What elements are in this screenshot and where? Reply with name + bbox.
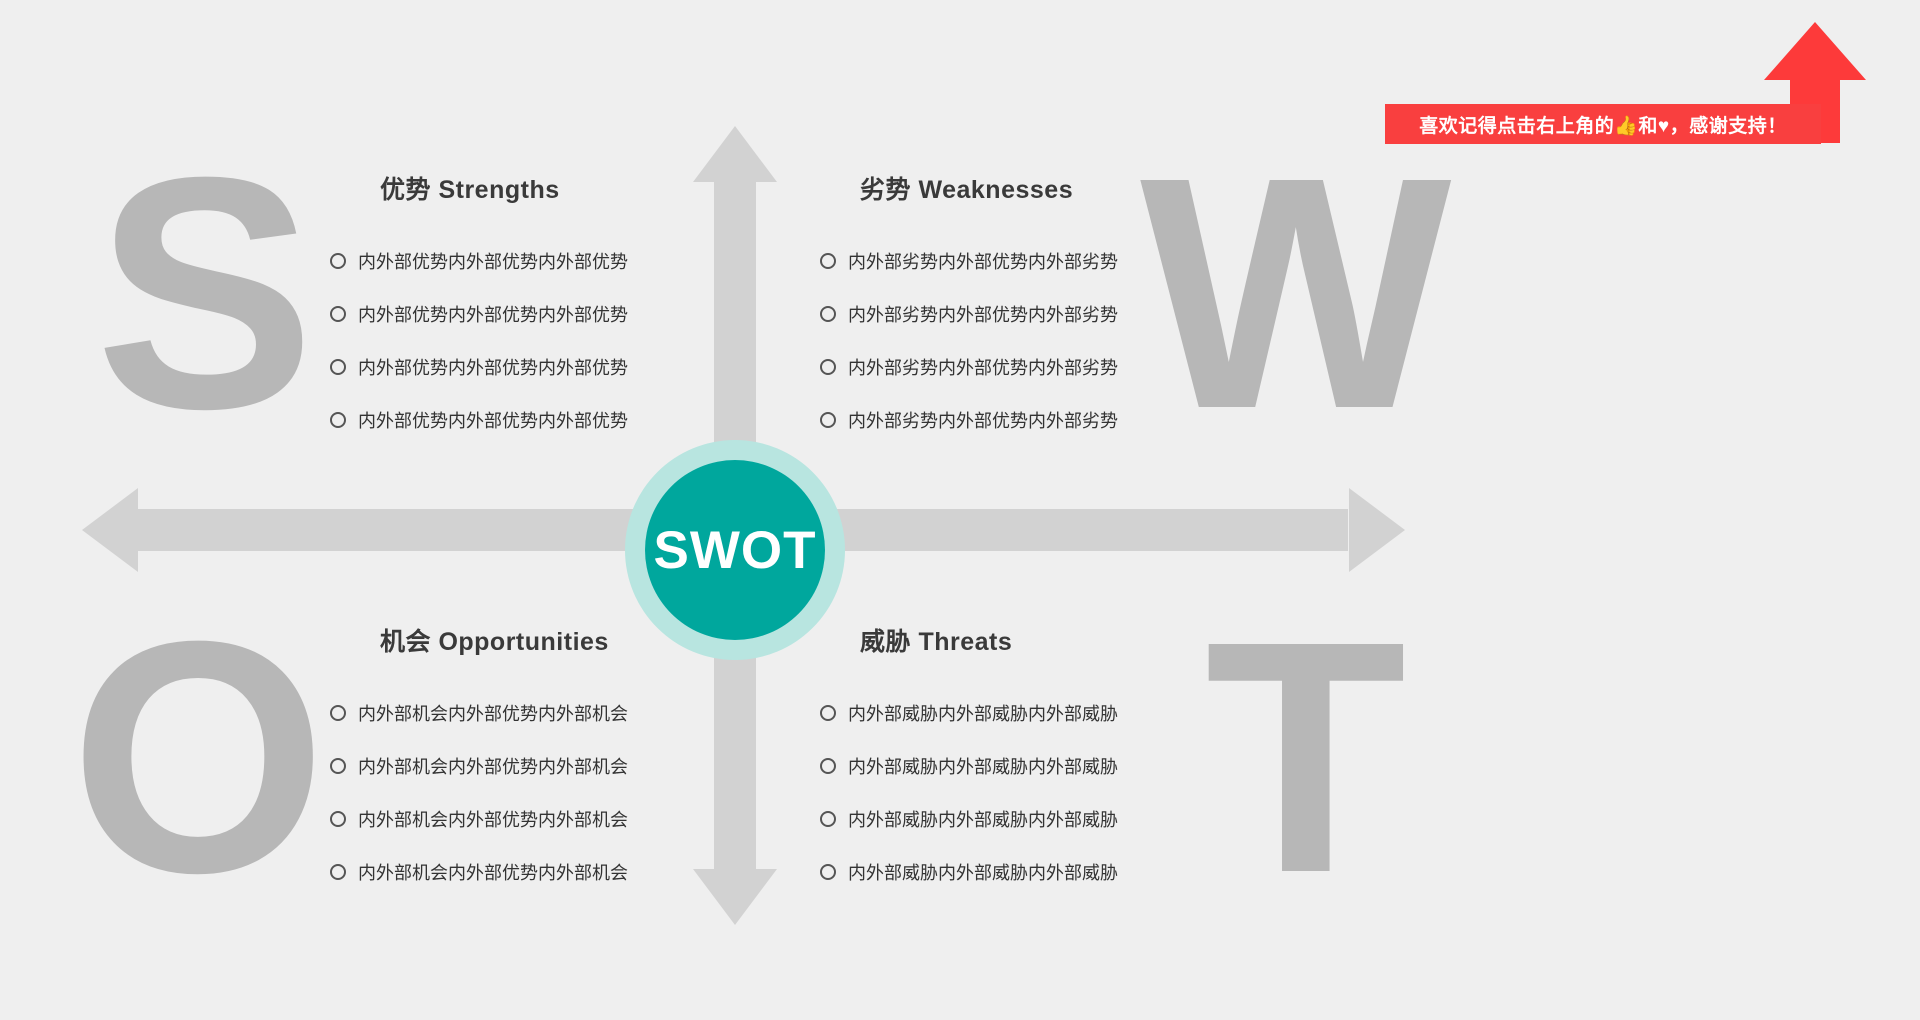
list-item-label: 内外部威胁内外部威胁内外部威胁: [848, 810, 1118, 830]
promo-up-arrow-icon: [1764, 22, 1866, 143]
circle-bullet-icon: [330, 705, 346, 721]
list-item[interactable]: 内外部威胁内外部威胁内外部威胁: [820, 859, 1280, 885]
watermark-letter-w: W: [1140, 108, 1451, 477]
list-item[interactable]: 内外部机会内外部优势内外部机会: [330, 753, 790, 779]
quadrant-title-threats: 威胁 Threats: [860, 628, 1013, 656]
quadrant-opportunities: 机会 Opportunities 内外部机会内外部优势内外部机会 内外部机会内外…: [330, 622, 790, 885]
circle-bullet-icon: [820, 811, 836, 827]
center-swot-badge: SWOT: [645, 460, 825, 640]
quadrant-list-threats: 内外部威胁内外部威胁内外部威胁 内外部威胁内外部威胁内外部威胁 内外部威胁内外部…: [820, 700, 1280, 885]
list-item[interactable]: 内外部威胁内外部威胁内外部威胁: [820, 806, 1280, 832]
circle-bullet-icon: [820, 306, 836, 322]
quadrant-strengths: 优势 Strengths 内外部优势内外部优势内外部优势 内外部优势内外部优势内…: [330, 170, 790, 433]
horizontal-arrow-left-head: [82, 488, 138, 572]
list-item-label: 内外部优势内外部优势内外部优势: [358, 358, 628, 378]
list-item[interactable]: 内外部机会内外部优势内外部机会: [330, 700, 790, 726]
list-item[interactable]: 内外部威胁内外部威胁内外部威胁: [820, 753, 1280, 779]
list-item[interactable]: 内外部机会内外部优势内外部机会: [330, 859, 790, 885]
list-item[interactable]: 内外部劣势内外部优势内外部劣势: [820, 354, 1280, 380]
circle-bullet-icon: [330, 412, 346, 428]
quadrant-title-strengths: 优势 Strengths: [380, 176, 560, 204]
quadrant-title-weaknesses: 劣势 Weaknesses: [860, 176, 1074, 204]
list-item-label: 内外部优势内外部优势内外部优势: [358, 252, 628, 272]
list-item[interactable]: 内外部劣势内外部优势内外部劣势: [820, 301, 1280, 327]
list-item[interactable]: 内外部机会内外部优势内外部机会: [330, 806, 790, 832]
list-item[interactable]: 内外部威胁内外部威胁内外部威胁: [820, 700, 1280, 726]
list-item-label: 内外部劣势内外部优势内外部劣势: [848, 305, 1118, 325]
list-item-label: 内外部威胁内外部威胁内外部威胁: [848, 863, 1118, 883]
list-item-label: 内外部威胁内外部威胁内外部威胁: [848, 704, 1118, 724]
list-item-label: 内外部威胁内外部威胁内外部威胁: [848, 757, 1118, 777]
list-item[interactable]: 内外部优势内外部优势内外部优势: [330, 301, 790, 327]
list-item[interactable]: 内外部劣势内外部优势内外部劣势: [820, 248, 1280, 274]
quadrant-weaknesses: 劣势 Weaknesses 内外部劣势内外部优势内外部劣势 内外部劣势内外部优势…: [820, 170, 1280, 433]
list-item[interactable]: 内外部优势内外部优势内外部优势: [330, 248, 790, 274]
circle-bullet-icon: [820, 412, 836, 428]
circle-bullet-icon: [330, 864, 346, 880]
list-item-label: 内外部机会内外部优势内外部机会: [358, 704, 628, 724]
list-item-label: 内外部机会内外部优势内外部机会: [358, 863, 628, 883]
promo-banner-label: 喜欢记得点击右上角的👍和♥，感谢支持！: [1419, 115, 1787, 137]
watermark-letter-o: O: [70, 572, 327, 941]
list-item-label: 内外部机会内外部优势内外部机会: [358, 757, 628, 777]
quadrant-list-opportunities: 内外部机会内外部优势内外部机会 内外部机会内外部优势内外部机会 内外部机会内外部…: [330, 700, 790, 885]
list-item-label: 内外部劣势内外部优势内外部劣势: [848, 358, 1118, 378]
watermark-letter-s: S: [95, 108, 315, 477]
circle-bullet-icon: [820, 253, 836, 269]
quadrant-list-weaknesses: 内外部劣势内外部优势内外部劣势 内外部劣势内外部优势内外部劣势 内外部劣势内外部…: [820, 248, 1280, 433]
watermark-letter-t: T: [1205, 572, 1407, 941]
circle-bullet-icon: [820, 359, 836, 375]
circle-bullet-icon: [330, 811, 346, 827]
list-item-label: 内外部劣势内外部优势内外部劣势: [848, 252, 1118, 272]
list-item-label: 内外部优势内外部优势内外部优势: [358, 305, 628, 325]
horizontal-arrow-right-head: [1349, 488, 1405, 572]
circle-bullet-icon: [330, 359, 346, 375]
circle-bullet-icon: [330, 306, 346, 322]
list-item-label: 内外部劣势内外部优势内外部劣势: [848, 411, 1118, 431]
quadrant-list-strengths: 内外部优势内外部优势内外部优势 内外部优势内外部优势内外部优势 内外部优势内外部…: [330, 248, 790, 433]
list-item-label: 内外部机会内外部优势内外部机会: [358, 810, 628, 830]
list-item[interactable]: 内外部优势内外部优势内外部优势: [330, 354, 790, 380]
center-swot-label: SWOT: [653, 520, 817, 580]
circle-bullet-icon: [330, 253, 346, 269]
circle-bullet-icon: [330, 758, 346, 774]
promo-banner[interactable]: 喜欢记得点击右上角的👍和♥，感谢支持！: [1385, 104, 1821, 144]
circle-bullet-icon: [820, 758, 836, 774]
quadrant-threats: 威胁 Threats 内外部威胁内外部威胁内外部威胁 内外部威胁内外部威胁内外部…: [820, 622, 1280, 885]
quadrant-title-opportunities: 机会 Opportunities: [380, 628, 609, 656]
list-item[interactable]: 内外部优势内外部优势内外部优势: [330, 407, 790, 433]
list-item-label: 内外部优势内外部优势内外部优势: [358, 411, 628, 431]
list-item[interactable]: 内外部劣势内外部优势内外部劣势: [820, 407, 1280, 433]
circle-bullet-icon: [820, 705, 836, 721]
circle-bullet-icon: [820, 864, 836, 880]
